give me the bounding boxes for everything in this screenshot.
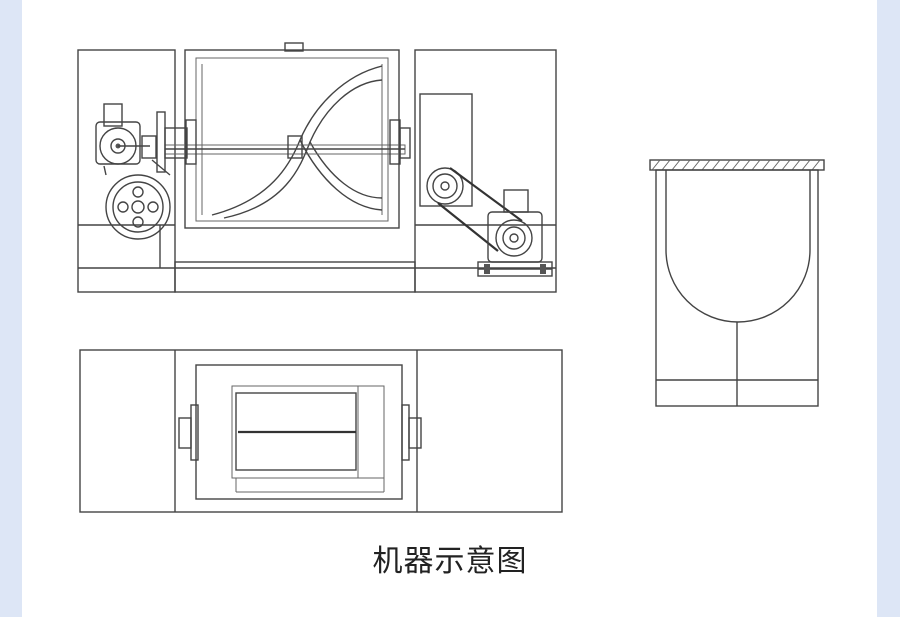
main-drive [426, 167, 553, 277]
front-view [77, 42, 557, 293]
machine-base [174, 261, 416, 293]
tilt-drive [95, 103, 171, 240]
diagram-caption: 机器示意图 [372, 544, 528, 579]
left-bearing [185, 119, 197, 165]
mixing-trough [184, 49, 400, 229]
left-housing [77, 49, 176, 293]
right-housing [414, 49, 557, 293]
gearbox [419, 93, 473, 207]
drive-pulley [105, 174, 171, 240]
top-view-outline [79, 349, 563, 513]
inlet-port [284, 42, 304, 52]
ribbon-agitator [211, 65, 383, 219]
diagram-sheet [22, 0, 877, 617]
u-trough [665, 170, 811, 323]
side-view [649, 159, 825, 407]
top-view [79, 349, 563, 513]
